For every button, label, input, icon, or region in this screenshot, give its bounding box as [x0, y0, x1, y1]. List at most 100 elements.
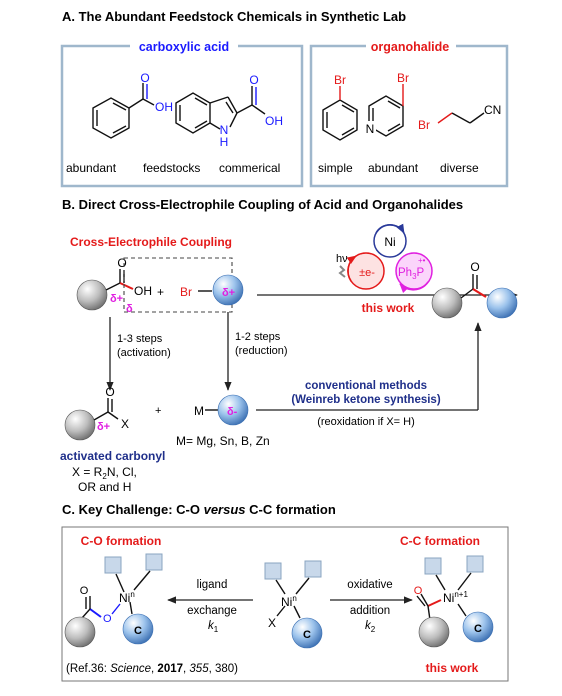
indole-oh: OH [265, 114, 283, 128]
this-work-b: this work [362, 301, 415, 315]
right-blue-sphere [462, 611, 494, 643]
right-gray-sphere [418, 616, 450, 648]
addition-label: addition [350, 605, 390, 617]
caption-feedstocks: feedstocks [143, 161, 200, 175]
caption-commerical: commerical [219, 161, 280, 175]
electron-cycle-arrow [346, 255, 357, 282]
center-complex-bonds [275, 577, 310, 619]
right-ni: Nin+1 [443, 590, 468, 605]
this-work-c: this work [426, 661, 479, 675]
section-c-box [61, 526, 509, 682]
x-definition-2: OR and H [78, 480, 131, 494]
activated-x: X [121, 417, 129, 431]
section-c-title: C. Key Challenge: C-O versus C-C formati… [62, 502, 336, 517]
left-blue-sphere [122, 613, 154, 645]
steps-left-1: 1-3 steps [117, 333, 163, 345]
indole-o: O [249, 73, 258, 87]
phosphine-cycle-arrow [399, 281, 429, 293]
left-complex-bonds [81, 570, 151, 619]
caption-simple: simple [318, 161, 353, 175]
center-c-label: C [303, 629, 311, 641]
left-gray-sphere [64, 616, 96, 648]
acid-oh: OH [134, 284, 152, 298]
left-o-ligand: O [103, 613, 112, 625]
reference-citation: (Ref.36: Science, 2017, 355, 380) [66, 663, 238, 675]
k1-label: k1 [208, 620, 219, 634]
bromopropionitrile-br: Br [418, 118, 430, 132]
organometal-blue-sphere [217, 394, 249, 426]
product-gray-sphere [431, 287, 463, 319]
reoxidation-note: (reoxidation if X= H) [317, 416, 415, 428]
caption-abundant-right: abundant [368, 161, 419, 175]
bromopyridine-br: Br [397, 71, 409, 85]
section-b-title: B. Direct Cross-Electrophile Coupling of… [62, 197, 463, 212]
activated-gray-sphere [64, 409, 96, 441]
benzoic-oh: OH [155, 100, 173, 114]
acid-delta-plus: δ+ [110, 293, 123, 305]
benzoic-o: O [140, 71, 149, 85]
caption-abundant: abundant [66, 161, 117, 175]
organometal-delta-minus: δ- [227, 406, 238, 418]
organometal-m: M [194, 404, 204, 418]
halide-delta-plus: δ+ [222, 287, 235, 299]
right-c-label: C [474, 623, 482, 635]
ligand-square-left-2 [145, 553, 163, 571]
ni-cycle-arrow [375, 223, 405, 234]
right-o-carbonyl: O [414, 585, 423, 597]
product-o: O [470, 260, 479, 274]
plus-b2: + [155, 405, 161, 417]
ni-label: Ni [384, 235, 395, 249]
steps-right-1: 1-2 steps [235, 331, 281, 343]
indole-acid-structure [175, 86, 266, 134]
acid-o: O [117, 256, 126, 270]
left-o-carbonyl: O [80, 585, 89, 597]
x-definition-1: X = R2N, Cl, [72, 465, 137, 481]
ligand-square-left-1 [104, 556, 122, 574]
organohalide-label-bg [366, 37, 456, 55]
section-a-title: A. The Abundant Feedstock Chemicals in S… [62, 9, 406, 24]
benzoic-acid-structure [92, 83, 155, 139]
steps-left-2: (activation) [117, 347, 171, 359]
electron-label: ±e- [359, 267, 375, 279]
acid-bonds [105, 269, 134, 291]
light-wave-icon [338, 265, 346, 278]
center-x: X [268, 616, 276, 630]
activated-bonds [93, 398, 119, 421]
activated-carbonyl-label: activated carbonyl [60, 449, 165, 463]
weinreb-label: (Weinreb ketone synthesis) [291, 394, 440, 406]
metals-definition: M= Mg, Sn, B, Zn [176, 434, 270, 448]
product-blue-sphere [486, 287, 518, 319]
bromobenzene-br: Br [334, 73, 346, 87]
left-c-label: C [134, 625, 142, 637]
ligand-square-right-2 [466, 555, 484, 573]
activated-o: O [105, 385, 114, 399]
ligand-square-center-1 [264, 562, 282, 580]
bromobenzene-structure [322, 86, 358, 141]
ph3p-charge: +• [418, 256, 426, 265]
product-bonds [460, 274, 487, 299]
pyridine-n: N [366, 122, 375, 136]
carboxylic-acid-label: carboxylic acid [139, 40, 229, 54]
activated-delta-plus: δ+ [97, 421, 110, 433]
cec-label: Cross-Electrophile Coupling [70, 235, 232, 249]
ligand-square-center-2 [304, 560, 322, 578]
halide-blue-sphere [212, 274, 244, 306]
nitrile-cn: CN [484, 103, 501, 117]
right-complex-bonds [416, 572, 472, 621]
co-formation-label: C-O formation [81, 534, 162, 548]
organohalide-label: organohalide [371, 40, 450, 54]
exchange-label: exchange [187, 605, 237, 617]
pyridine-n-bg [364, 121, 376, 134]
ph3p-label: Ph3P [398, 267, 425, 281]
cc-formation-label: C-C formation [400, 534, 480, 548]
center-ni: Nin [281, 594, 297, 609]
bromopropionitrile-structure [437, 112, 485, 124]
ligand-square-right-1 [424, 557, 442, 575]
center-blue-sphere [291, 617, 323, 649]
plus-b: + [157, 285, 164, 299]
caption-diverse: diverse [440, 161, 479, 175]
ligand-label: ligand [197, 579, 228, 591]
carboxylic-label-bg [130, 37, 238, 55]
conventional-methods: conventional methods [305, 380, 427, 392]
